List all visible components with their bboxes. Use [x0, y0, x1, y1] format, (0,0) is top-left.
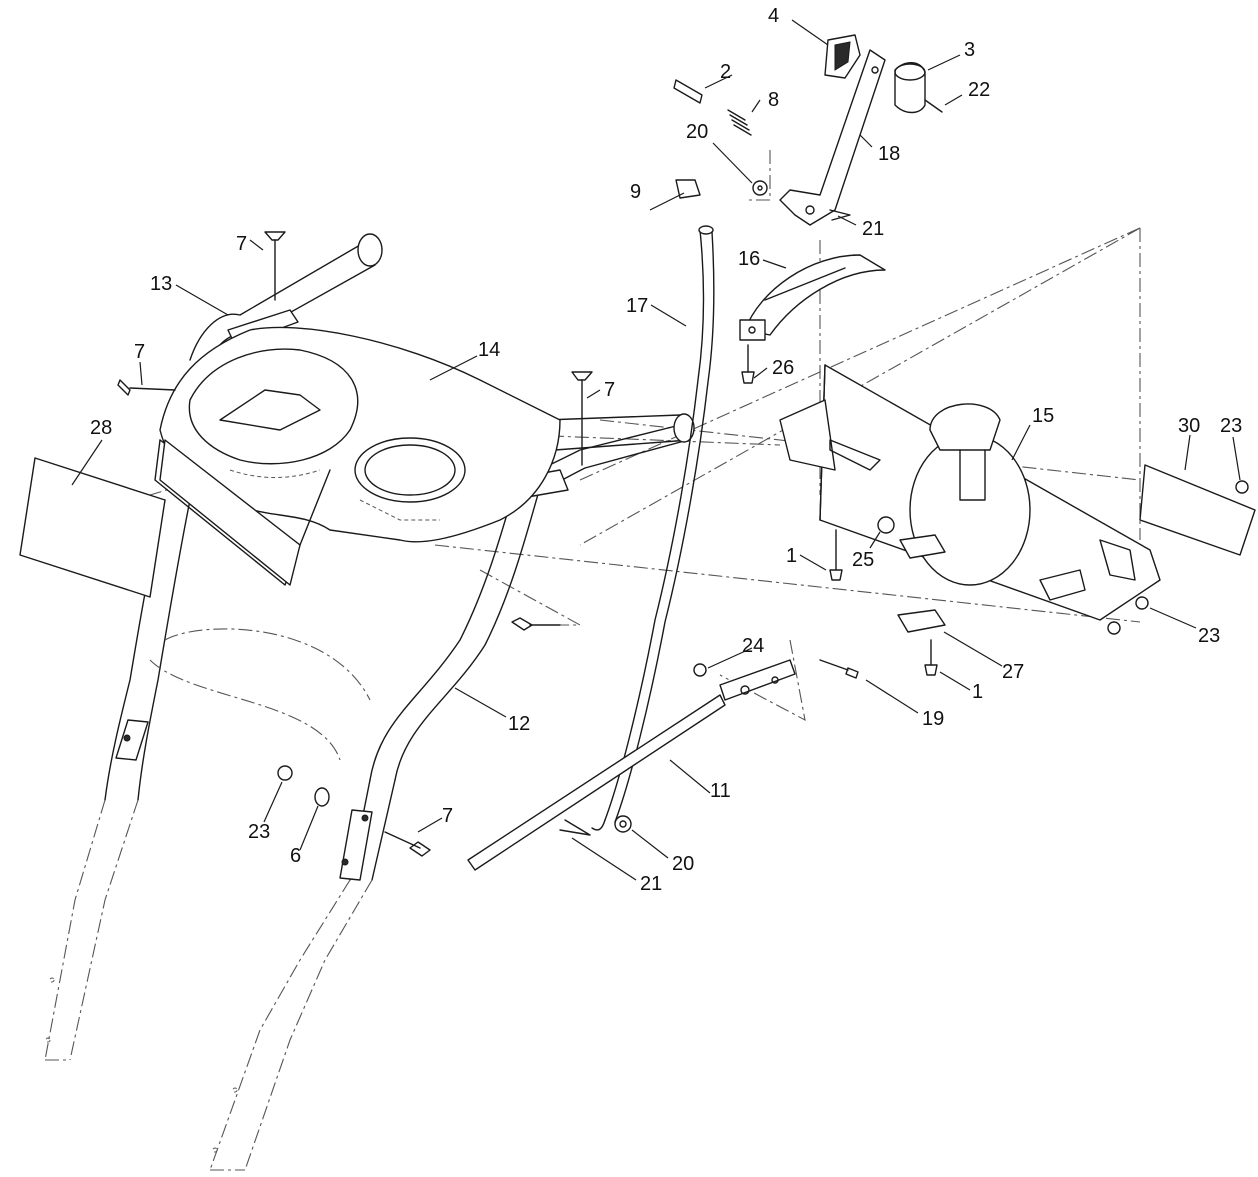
- callout-20-top: 20: [686, 121, 708, 143]
- callout-17: 17: [626, 295, 648, 317]
- shift-lever-part-18: [779, 49, 886, 226]
- handle-extension-phantom: [44, 628, 373, 1171]
- decal-part-28: [19, 457, 166, 598]
- callout-12: 12: [508, 713, 530, 735]
- callout-23-mid: 23: [1198, 625, 1220, 647]
- leader-lines: [71, 19, 1241, 881]
- callout-11: 11: [710, 780, 731, 802]
- callout-9: 9: [630, 181, 641, 203]
- callout-labels: 4 3 2 22 8 20 18 9 21 7 16 13 17 7 14 26…: [90, 5, 1242, 895]
- callout-21-bottom: 21: [640, 873, 662, 895]
- callout-16: 16: [738, 248, 760, 270]
- callout-14: 14: [478, 339, 500, 361]
- shift-rod-part-17: [591, 225, 715, 831]
- callout-13: 13: [150, 273, 172, 295]
- hardware: [117, 79, 1256, 857]
- callout-2: 2: [720, 61, 731, 83]
- callout-7-left: 7: [134, 341, 145, 363]
- callout-24: 24: [742, 635, 764, 657]
- trigger-part-4: [824, 34, 861, 79]
- callout-3: 3: [964, 39, 975, 61]
- knob-part-3: [894, 62, 926, 114]
- callout-21-top: 21: [862, 218, 884, 240]
- callout-7-top: 7: [236, 233, 247, 255]
- callout-6: 6: [290, 845, 301, 867]
- chute-rod-part-11: [467, 659, 796, 871]
- callout-23-left: 23: [248, 821, 270, 843]
- callout-22: 22: [968, 79, 990, 101]
- lower-handle-part-12: [104, 414, 691, 881]
- dash-panel-part-14: [154, 326, 561, 586]
- callout-18: 18: [878, 143, 900, 165]
- callout-27: 27: [1002, 661, 1024, 683]
- callout-26: 26: [772, 357, 794, 379]
- callout-8: 8: [768, 89, 779, 111]
- callout-4: 4: [768, 5, 779, 27]
- callout-25: 25: [852, 549, 874, 571]
- callout-1-left: 1: [786, 545, 797, 567]
- callout-7-mid: 7: [604, 379, 615, 401]
- callout-1-right: 1: [972, 681, 983, 703]
- callout-30: 30: [1178, 415, 1200, 437]
- callout-19: 19: [922, 708, 944, 730]
- callout-28: 28: [90, 417, 112, 439]
- callout-15: 15: [1032, 405, 1054, 427]
- callout-20-bottom: 20: [672, 853, 694, 875]
- callout-7-bottom: 7: [442, 805, 453, 827]
- chute-bracket-part-15: [779, 364, 1161, 621]
- shift-index-part-16: [739, 254, 886, 341]
- callout-23-right: 23: [1220, 415, 1242, 437]
